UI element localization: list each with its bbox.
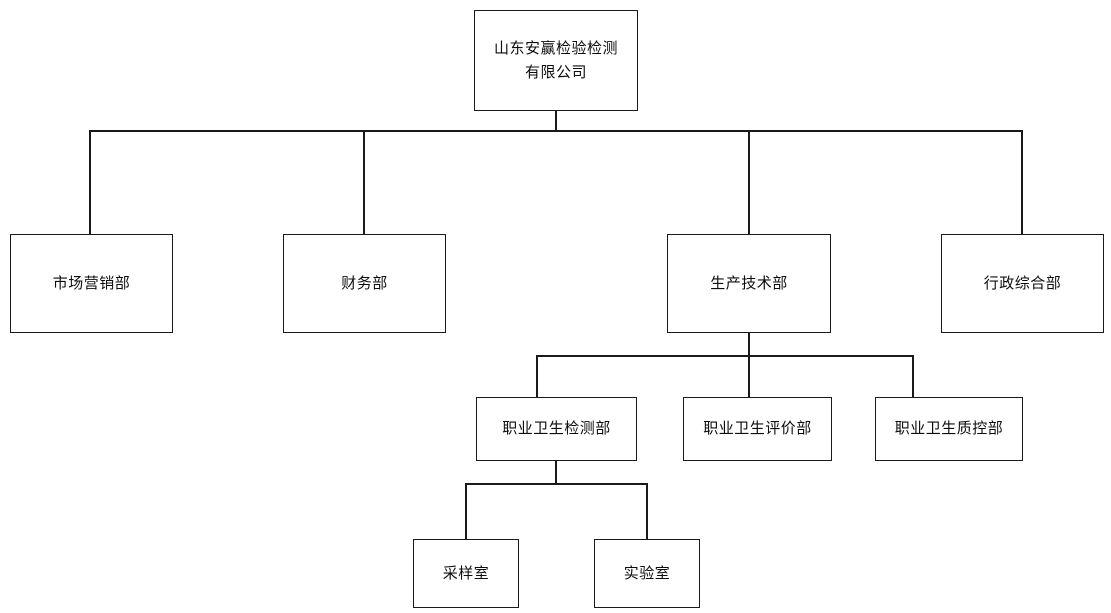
connector-drop-administration [1021,130,1023,235]
node-sampling-room-label: 采样室 [442,563,490,582]
node-occupational-health-evaluation-department-label: 职业卫生评价部 [703,419,812,438]
node-finance-department[interactable]: 财务部 [283,234,446,333]
connector-level2-bus [89,130,1023,132]
connector-production-tech-stem [748,332,750,356]
node-root-company-label: 山东安赢检验检测 有限公司 [493,39,618,81]
connector-drop-oh-testing [536,355,538,398]
node-administration-department[interactable]: 行政综合部 [941,234,1104,333]
node-occupational-health-quality-control-department[interactable]: 职业卫生质控部 [875,397,1023,461]
node-root-company[interactable]: 山东安赢检验检测 有限公司 [474,10,638,111]
node-sampling-room[interactable]: 采样室 [413,539,519,608]
connector-drop-sampling-room [465,483,467,540]
node-finance-department-label: 财务部 [341,273,388,292]
node-occupational-health-quality-control-department-label: 职业卫生质控部 [894,419,1004,438]
node-marketing-department-label: 市场营销部 [52,273,131,292]
node-production-technology-department-label: 生产技术部 [710,273,788,292]
connector-drop-production-tech [748,130,750,235]
connector-drop-marketing [89,130,91,235]
connector-drop-finance [363,130,365,235]
node-laboratory[interactable]: 实验室 [594,539,700,608]
node-marketing-department[interactable]: 市场营销部 [10,234,173,333]
connector-drop-oh-evaluation [748,355,750,398]
node-production-technology-department[interactable]: 生产技术部 [667,234,831,333]
connector-oh-testing-stem [555,460,557,484]
connector-level4-bus [465,483,648,485]
node-occupational-health-testing-department[interactable]: 职业卫生检测部 [476,397,637,461]
connector-root-stem [555,110,557,131]
node-occupational-health-evaluation-department[interactable]: 职业卫生评价部 [683,397,832,461]
node-administration-department-label: 行政综合部 [983,273,1062,292]
node-laboratory-label: 实验室 [623,563,671,582]
connector-level3-bus [536,355,914,357]
connector-drop-oh-quality [912,355,914,398]
node-occupational-health-testing-department-label: 职业卫生检测部 [502,419,611,438]
connector-drop-laboratory [646,483,648,540]
